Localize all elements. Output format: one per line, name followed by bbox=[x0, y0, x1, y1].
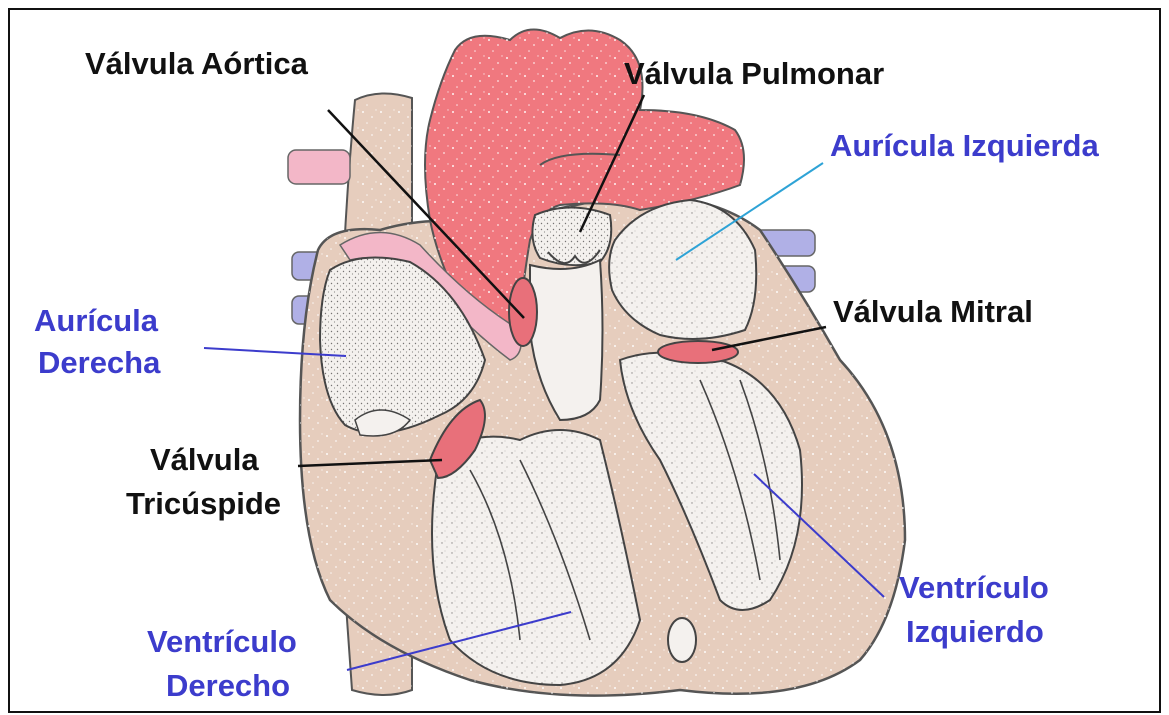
label-right-ventricle-line1: Ventrículo bbox=[147, 624, 297, 660]
label-pulmonary-valve: Válvula Pulmonar bbox=[624, 56, 884, 92]
label-right-atrium-line1: Aurícula bbox=[34, 303, 158, 339]
label-right-atrium-line2: Derecha bbox=[38, 345, 160, 381]
label-left-ventricle-line2: Izquierdo bbox=[906, 614, 1044, 650]
label-mitral-valve: Válvula Mitral bbox=[833, 294, 1033, 330]
label-left-ventricle-line1: Ventrículo bbox=[899, 570, 1049, 606]
label-right-ventricle-line2: Derecho bbox=[166, 668, 290, 704]
label-aortic-valve: Válvula Aórtica bbox=[85, 46, 308, 82]
mitral-valve-shape bbox=[658, 341, 738, 363]
label-left-atrium: Aurícula Izquierda bbox=[830, 128, 1099, 164]
label-tricuspid-valve-line1: Válvula bbox=[150, 442, 259, 478]
aortic-valve-shape bbox=[509, 278, 537, 346]
label-tricuspid-valve-line2: Tricúspide bbox=[126, 486, 281, 522]
pulmonary-valve-region bbox=[532, 208, 611, 266]
